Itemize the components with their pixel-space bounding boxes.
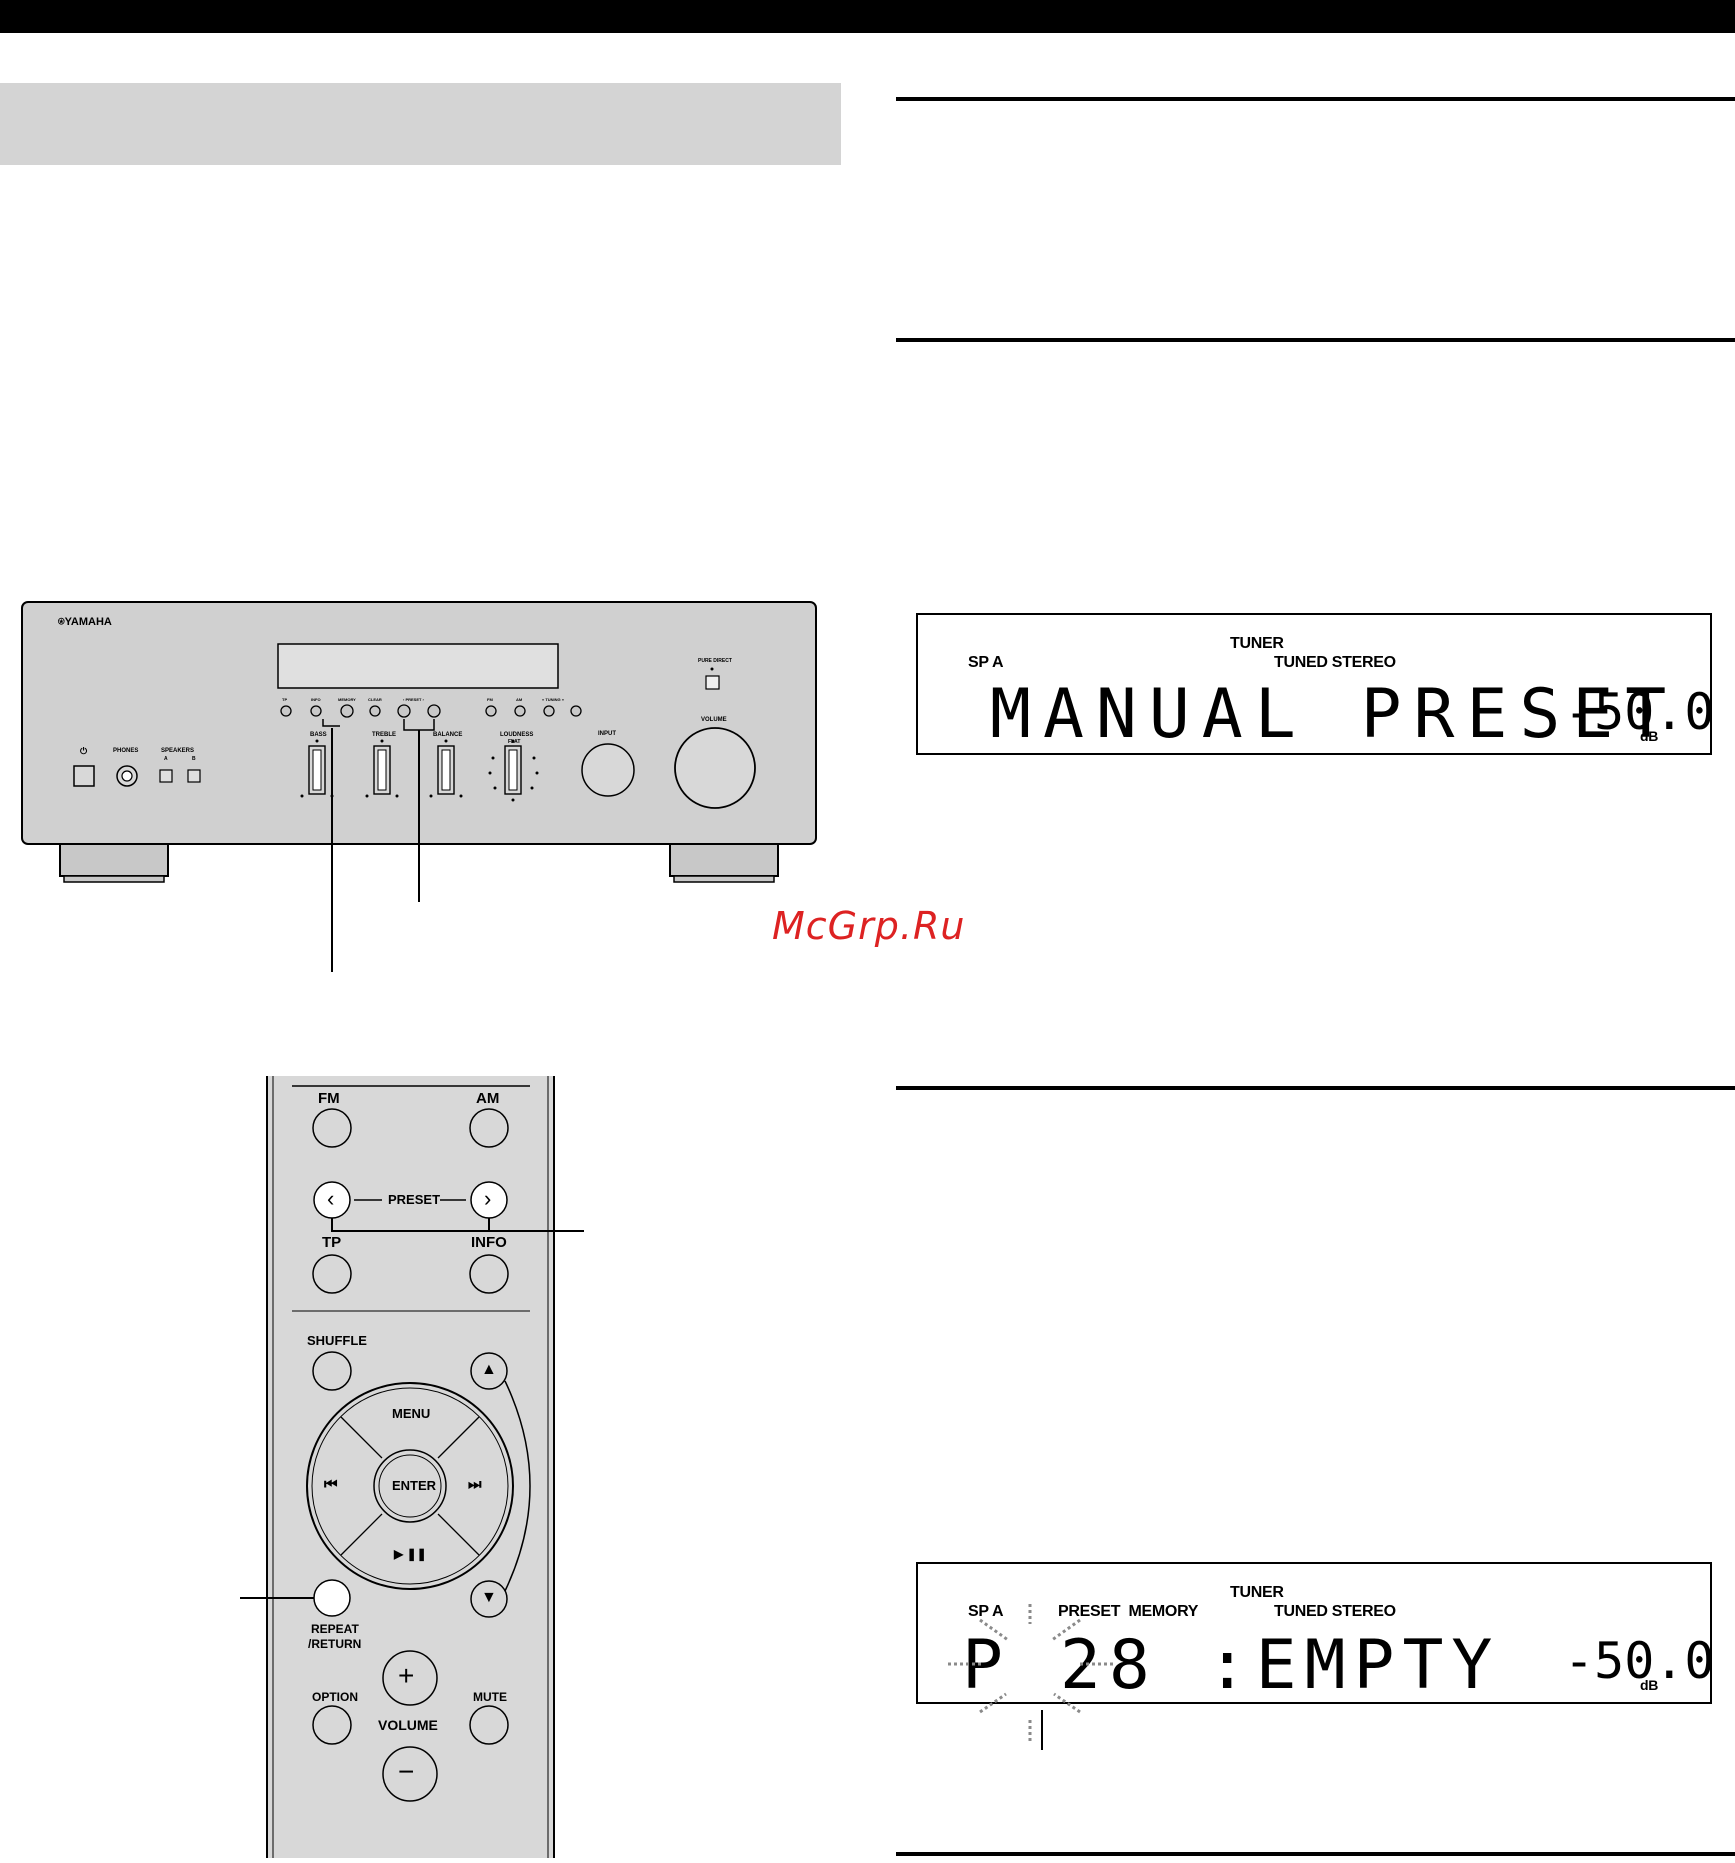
speakers-a-label: A: [164, 756, 168, 762]
speakers-label: SPEAKERS: [161, 748, 195, 754]
display-message: P 28 :EMPTY: [962, 1626, 1501, 1705]
volume-label: VOLUME: [701, 717, 727, 723]
shuffle-label: SHUFFLE: [307, 1333, 367, 1348]
tuning-buttons-label: « TUNING »: [542, 697, 565, 702]
repeat-label: REPEAT: [311, 1622, 359, 1636]
tuner-indicator: TUNER: [1230, 635, 1284, 652]
volume-down-icon: −: [398, 1756, 415, 1787]
pure-direct-label: PURE DIRECT: [698, 658, 732, 664]
volume-readout: -50.0: [1564, 1632, 1715, 1690]
preset-right-icon: ›: [484, 1186, 492, 1211]
preset-left-icon: ‹: [327, 1186, 335, 1211]
am-button-label: AM: [516, 697, 523, 702]
volume-label: VOLUME: [378, 1717, 438, 1733]
am-label: AM: [476, 1090, 500, 1107]
option-label: OPTION: [312, 1690, 359, 1704]
bass-label: BASS: [310, 732, 327, 738]
down-arrow-icon: ▼: [481, 1589, 497, 1606]
loudness-label: LOUDNESS: [500, 732, 534, 738]
section-rule-1: [896, 97, 1735, 101]
page-header-bar: [0, 0, 1735, 33]
balance-label: BALANCE: [433, 732, 463, 738]
volume-readout: -50.0: [1564, 683, 1715, 741]
section-rule-2: [896, 338, 1735, 342]
brand-logo: ⍟YAMAHA: [58, 616, 112, 628]
db-unit: dB: [1640, 728, 1659, 744]
menu-label: MENU: [392, 1406, 431, 1421]
power-icon: ⏻: [80, 746, 88, 756]
blink-rays: [948, 1604, 1114, 1750]
info-label: INFO: [471, 1234, 507, 1251]
return-label: /RETURN: [308, 1637, 362, 1651]
previous-icon: ⏮: [324, 1476, 338, 1493]
fm-button-label: FM: [487, 697, 493, 702]
preset-memory-indicator: PRESET MEMORY: [1058, 1603, 1199, 1620]
treble-label: TREBLE: [372, 732, 396, 738]
front-display-preset-empty: TUNER SP A PRESET MEMORY TUNED STEREO P …: [916, 1562, 1715, 1705]
input-label: INPUT: [598, 731, 616, 737]
tp-label: TP: [322, 1234, 342, 1251]
mute-label: MUTE: [473, 1690, 507, 1704]
tuned-stereo-indicator: TUNED STEREO: [1274, 654, 1396, 671]
section-rule-3: [896, 1086, 1735, 1090]
speaker-a-indicator: SP A: [968, 1603, 1004, 1620]
blink-indicator: [940, 1596, 1140, 1756]
section-header-box: [0, 83, 841, 165]
watermark: McGrp.Ru: [772, 904, 966, 948]
info-button-label: INFO: [311, 697, 321, 702]
phones-label: PHONES: [113, 748, 139, 754]
fm-label: FM: [318, 1090, 340, 1107]
volume-up-icon: +: [398, 1660, 415, 1691]
preset-label: PRESET: [388, 1192, 441, 1207]
memory-button-label: MEMORY: [338, 697, 356, 702]
db-unit: dB: [1640, 1677, 1659, 1693]
remote-drawing: [240, 1076, 584, 1858]
next-icon: ⏭: [468, 1476, 482, 1493]
enter-label: ENTER: [392, 1478, 437, 1493]
speaker-a-indicator: SP A: [968, 654, 1004, 671]
display-message: MANUAL PRESET: [990, 675, 1679, 754]
flat-label: FLAT: [508, 739, 521, 745]
clear-button-label: CLEAR: [368, 697, 382, 702]
tp-button-label: TP: [282, 697, 288, 702]
tuned-stereo-indicator: TUNED STEREO: [1274, 1603, 1396, 1620]
preset-buttons-label: ‹ PRESET ›: [403, 697, 424, 702]
front-display-manual-preset: TUNER SP A TUNED STEREO MANUAL PRESET -5…: [916, 613, 1715, 755]
play-pause-icon: ▶ ❚❚: [394, 1547, 427, 1561]
speakers-b-label: B: [192, 756, 196, 762]
tuner-indicator: TUNER: [1230, 1584, 1284, 1601]
section-rule-4: [896, 1852, 1735, 1856]
receiver-illustration: ⍟YAMAHA ⏻ PHONES SPEAKERS A B PURE DIREC…: [20, 598, 820, 978]
up-arrow-icon: ▲: [481, 1361, 497, 1378]
receiver-drawing: [21, 601, 817, 972]
remote-illustration: FM AM ‹ › PRESET TP INFO SHUFFLE ▲ ▼ MEN…: [230, 1076, 610, 1858]
